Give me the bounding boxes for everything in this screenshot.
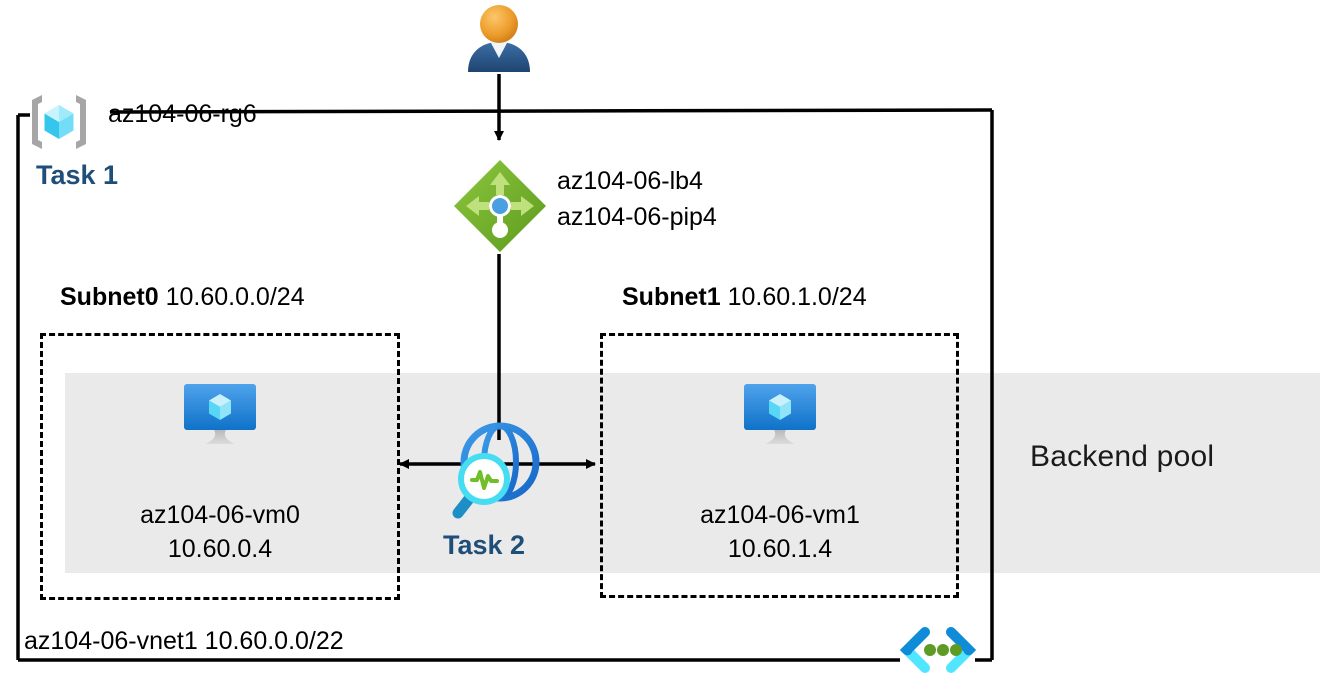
virtual-network-label: az104-06-vnet1 10.60.0.0/22 bbox=[24, 627, 344, 655]
subnet1-title: Subnet1 10.60.1.0/24 bbox=[622, 283, 867, 312]
subnet0-cidr: 10.60.0.0/24 bbox=[165, 283, 305, 311]
task1-label: Task 1 bbox=[36, 160, 119, 190]
subnet1-name: Subnet1 bbox=[622, 283, 721, 311]
backend-pool-label: Backend pool bbox=[1030, 440, 1215, 473]
virtual-machine-icon bbox=[744, 384, 816, 444]
subnet1-cidr: 10.60.1.0/24 bbox=[727, 283, 867, 311]
subnet-box-subnet0 bbox=[40, 333, 400, 600]
vm0-label: az104-06-vm0 10.60.0.4 bbox=[70, 498, 370, 566]
public-ip-name: az104-06-pip4 bbox=[557, 203, 717, 231]
vm1-ip: 10.60.1.4 bbox=[727, 535, 833, 563]
backend-pool-band bbox=[65, 373, 1320, 573]
network-watcher-icon bbox=[452, 422, 540, 519]
resource-group-label: az104-06-rg6 bbox=[108, 100, 257, 128]
virtual-network-icon bbox=[899, 627, 977, 673]
virtual-machine-icon bbox=[184, 384, 256, 444]
subnet0-name: Subnet0 bbox=[60, 283, 159, 311]
load-balancer-icon bbox=[454, 160, 546, 252]
vm0-ip: 10.60.0.4 bbox=[167, 535, 273, 563]
subnet-box-subnet1 bbox=[600, 333, 959, 598]
vm1-name: az104-06-vm1 bbox=[700, 501, 860, 529]
lb-name: az104-06-lb4 bbox=[557, 167, 703, 195]
user-icon bbox=[468, 5, 530, 72]
subnet0-title: Subnet0 10.60.0.0/24 bbox=[60, 283, 305, 312]
vm0-name: az104-06-vm0 bbox=[140, 501, 300, 529]
vm1-label: az104-06-vm1 10.60.1.4 bbox=[630, 498, 930, 566]
resource-group-icon bbox=[32, 95, 86, 149]
task2-label: Task 2 bbox=[443, 530, 526, 560]
load-balancer-label: az104-06-lb4 az104-06-pip4 bbox=[557, 163, 717, 235]
